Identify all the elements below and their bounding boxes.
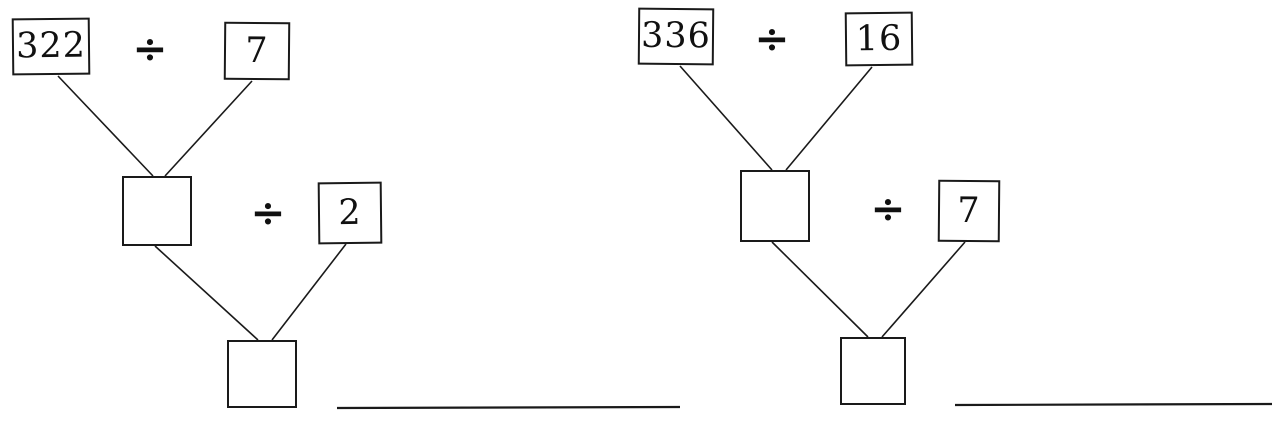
dividend-value: 322 xyxy=(15,25,87,67)
connector-line xyxy=(785,66,873,171)
dividend-box: 322 xyxy=(11,17,91,76)
connector-line xyxy=(164,80,253,177)
division-sign: ÷ xyxy=(132,23,168,73)
division-sign: ÷ xyxy=(250,187,286,237)
connector-line xyxy=(271,243,347,341)
answer-line xyxy=(954,402,1273,407)
divisor-value: 2 xyxy=(338,192,362,233)
final-answer-box[interactable] xyxy=(840,337,906,405)
division-sign: ÷ xyxy=(754,13,790,63)
connector-line xyxy=(154,245,259,341)
divisor-box: 16 xyxy=(844,11,914,67)
divisor-value: 7 xyxy=(957,190,981,231)
connector-line xyxy=(57,75,154,177)
final-answer-box[interactable] xyxy=(227,340,297,408)
divisor-value: 7 xyxy=(245,30,269,71)
divisor-box: 2 xyxy=(317,181,383,245)
divisor-value: 16 xyxy=(855,18,903,59)
divisor-box: 7 xyxy=(223,21,291,81)
dividend-value: 336 xyxy=(640,15,712,57)
connector-line xyxy=(771,241,869,338)
dividend-box: 336 xyxy=(637,7,715,66)
connector-line xyxy=(679,65,773,171)
answer-line xyxy=(336,405,681,410)
intermediate-answer-box[interactable] xyxy=(740,170,810,242)
intermediate-answer-box[interactable] xyxy=(122,176,192,246)
divisor-box: 7 xyxy=(937,179,1001,243)
connector-line xyxy=(881,241,966,338)
division-sign: ÷ xyxy=(870,183,906,233)
